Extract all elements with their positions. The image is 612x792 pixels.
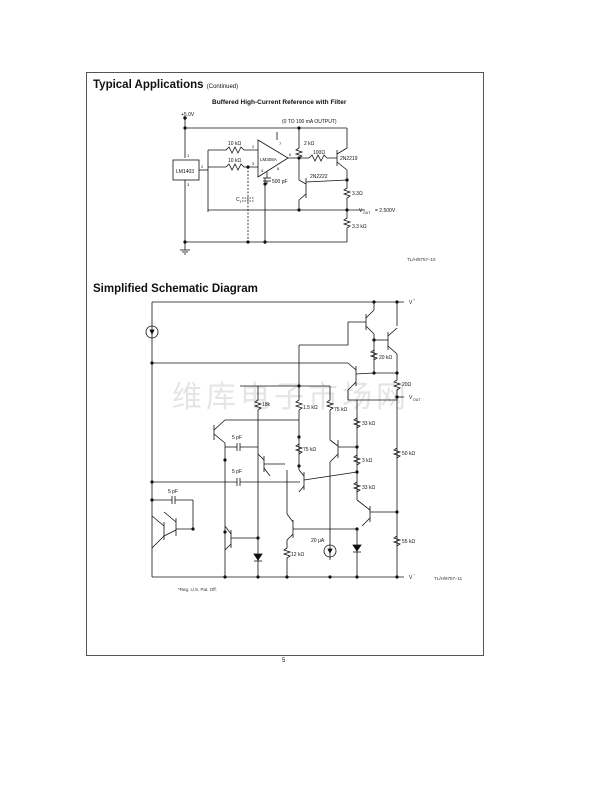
svg-text:5 pF: 5 pF xyxy=(232,435,242,441)
section-title-schematic: Simplified Schematic Diagram xyxy=(93,283,258,295)
svg-text:5 pF: 5 pF xyxy=(232,469,242,475)
r-in1-label: 10 kΩ xyxy=(228,141,241,147)
q1-label: 2N2219 xyxy=(340,156,358,162)
vplus-label: V xyxy=(409,300,413,306)
svg-text:4: 4 xyxy=(261,168,264,173)
svg-text:+: + xyxy=(413,298,415,302)
current-source-icon xyxy=(145,325,159,339)
svg-text:55 kΩ: 55 kΩ xyxy=(402,539,415,545)
current-source-20ua-icon xyxy=(323,544,337,558)
r-in2-label: 10 kΩ xyxy=(228,158,241,164)
section-title-suffix: (Continued) xyxy=(206,84,239,90)
svg-text:2: 2 xyxy=(252,144,255,149)
r-pullup-label: 2 kΩ xyxy=(304,141,315,147)
svg-text:50 kΩ: 50 kΩ xyxy=(402,451,415,457)
svg-text:OUT: OUT xyxy=(413,398,421,402)
svg-text:3: 3 xyxy=(252,161,255,166)
svg-text:20 μA: 20 μA xyxy=(311,538,325,544)
section-title-text: Typical Applications xyxy=(93,79,204,91)
page-number: 5 xyxy=(282,658,286,664)
svg-text:3 kΩ: 3 kΩ xyxy=(362,458,373,464)
opamp-triangle xyxy=(257,139,289,178)
cap-comp-label: 500 pF xyxy=(272,179,288,185)
vminus-label: V xyxy=(409,575,413,581)
circuit-buffered-reference: +5.0V (0 TO 100 mA OUTPUT) LM1403 LM308A… xyxy=(172,112,396,255)
ref-ic-label: LM1403 xyxy=(176,169,194,175)
svg-text:8: 8 xyxy=(277,166,280,171)
footnote: *Reg. U.S. Pat. Off. xyxy=(178,587,217,592)
svg-text:33 kΩ: 33 kΩ xyxy=(362,421,375,427)
svg-text:12 kΩ: 12 kΩ xyxy=(291,552,304,558)
svg-text:3: 3 xyxy=(187,182,190,187)
figure-title: Buffered High-Current Reference with Fil… xyxy=(212,99,347,106)
section-title-typical-applications: Typical Applications (Continued) xyxy=(93,79,238,91)
svg-text:75 kΩ: 75 kΩ xyxy=(303,447,316,453)
supply-label: +5.0V xyxy=(181,112,195,118)
figure2-id: TL/H/9757–11 xyxy=(434,576,463,581)
svg-text:6: 6 xyxy=(289,152,292,157)
svg-text:−: − xyxy=(413,573,415,577)
svg-text:f: f xyxy=(240,200,241,204)
svg-text:1.5 kΩ: 1.5 kΩ xyxy=(303,405,318,411)
svg-text:20 kΩ: 20 kΩ xyxy=(379,355,392,361)
svg-text:5 pF: 5 pF xyxy=(168,489,178,495)
vout-label: V xyxy=(359,208,363,214)
vout-value: = 2.500V xyxy=(375,208,396,214)
vout-label: V xyxy=(409,395,413,401)
svg-text:1: 1 xyxy=(187,153,190,158)
cap-filter-label: C xyxy=(236,197,240,203)
diode-icon xyxy=(253,553,263,561)
svg-text:75 kΩ: 75 kΩ xyxy=(334,407,347,413)
r-base-label: 100Ω xyxy=(313,150,325,156)
svg-text:18k: 18k xyxy=(262,402,271,408)
output-note: (0 TO 100 mA OUTPUT) xyxy=(282,119,337,125)
svg-text:OUT: OUT xyxy=(363,211,371,215)
opamp-label: LM308A xyxy=(260,157,277,162)
r-load-label: 3.3 kΩ xyxy=(352,224,367,230)
svg-text:20Ω: 20Ω xyxy=(402,382,412,388)
r-sense-label: 3.3Ω xyxy=(352,191,363,197)
figure1-id: TL/H/9757–10 xyxy=(407,257,436,262)
circuit-simplified-schematic: V + V − V OUT 20 kΩ 20Ω 18k 1.5 kΩ 75 kΩ… xyxy=(145,298,421,581)
page-frame xyxy=(86,72,484,656)
q2-label: 2N2222 xyxy=(310,174,328,180)
svg-text:7: 7 xyxy=(279,141,282,146)
svg-text:33 kΩ: 33 kΩ xyxy=(362,485,375,491)
svg-text:2: 2 xyxy=(201,164,204,169)
